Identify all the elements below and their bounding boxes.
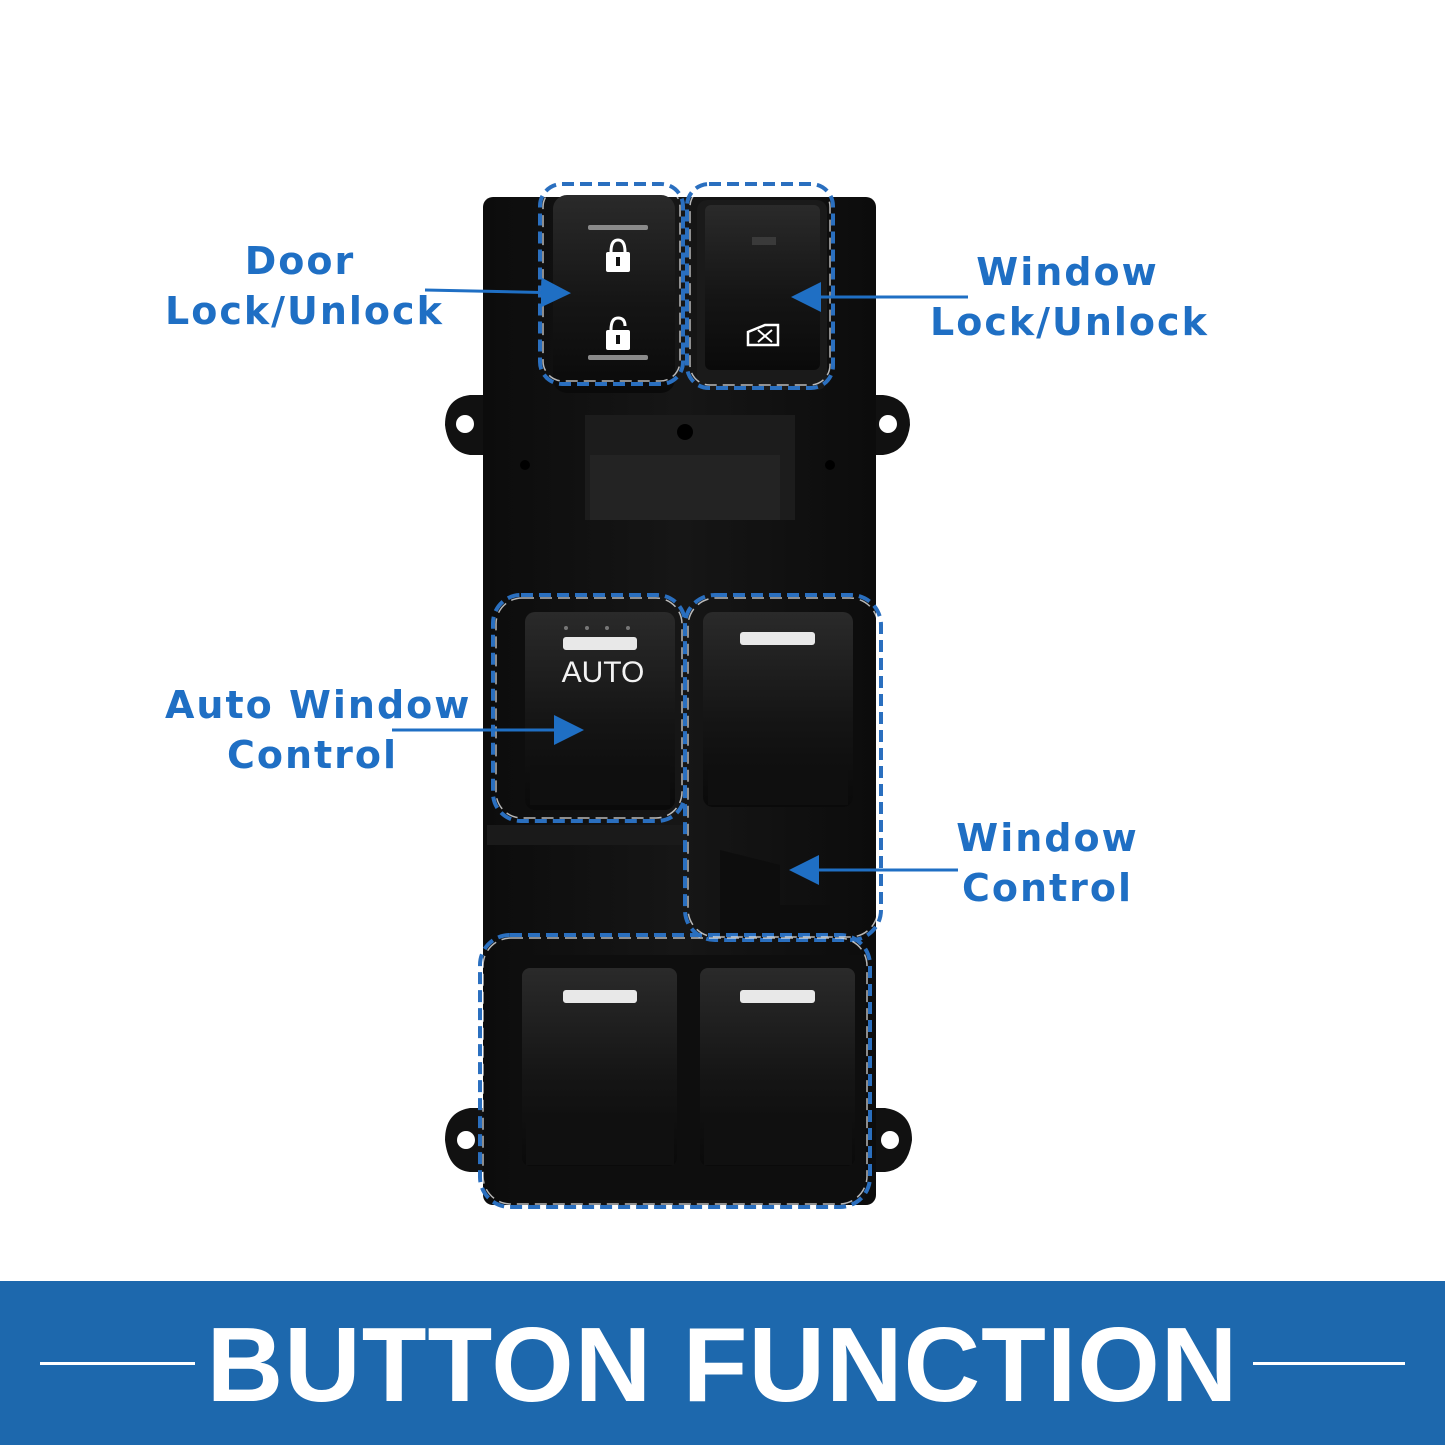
mounting-tab-top-right [865, 395, 910, 455]
callout-window-control: Window Control [956, 816, 1139, 910]
auto-label: AUTO [562, 656, 645, 689]
mounting-tab-bottom-left [445, 1108, 488, 1172]
auto-window-switch[interactable]: AUTO [525, 612, 675, 810]
housing-mid-step [487, 825, 687, 845]
callout-door-lock: Door Lock/Unlock [165, 239, 444, 333]
window-switch-rear-left[interactable] [522, 968, 677, 1166]
switch-panel-diagram: AUTO [392, 182, 968, 1209]
window-lock-highlight [685, 182, 835, 390]
window-lock-icon [746, 323, 780, 347]
banner-title: BUTTON FUNCTION [206, 1306, 1239, 1424]
mounting-tab-bottom-right [865, 1108, 912, 1172]
housing-screw-hole [677, 424, 693, 440]
auto-window-highlight [491, 593, 687, 823]
banner-rule-left [40, 1362, 195, 1365]
lock-icon [606, 238, 630, 272]
title-banner: BUTTON FUNCTION [0, 1281, 1445, 1445]
rear-window-highlight [478, 933, 872, 1209]
unlock-icon [606, 316, 630, 350]
window-switch-rear-right[interactable] [700, 968, 855, 1166]
housing-rivet-right [825, 460, 835, 470]
window-control-highlight [683, 593, 883, 942]
housing-notch [720, 850, 830, 935]
window-lock-switch[interactable] [697, 200, 827, 390]
window-switch-front-right[interactable] [703, 612, 853, 807]
banner-rule-right [1253, 1362, 1405, 1365]
callout-window-lock: Window Lock/Unlock [930, 250, 1209, 344]
housing-rivet-left [520, 460, 530, 470]
door-lock-switch[interactable] [553, 195, 675, 393]
callout-auto-window: Auto Window Control [165, 683, 472, 777]
mounting-tab-top-left [445, 395, 488, 455]
housing-slot [590, 455, 780, 520]
door-lock-arrow [424, 277, 571, 308]
